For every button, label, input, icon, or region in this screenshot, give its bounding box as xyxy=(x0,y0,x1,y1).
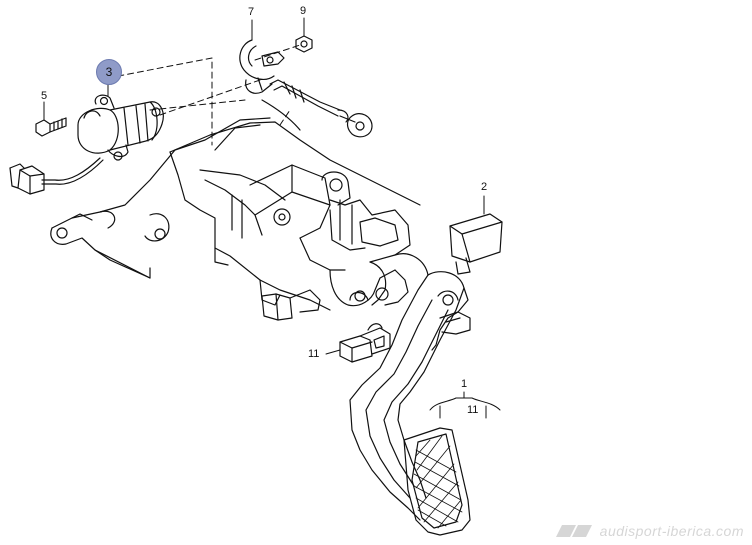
pedal-switch xyxy=(325,323,391,363)
mounting-bracket xyxy=(50,117,429,321)
bolt xyxy=(35,101,67,137)
callout-1-label: 1 xyxy=(461,378,468,390)
callout-stubs xyxy=(107,81,485,205)
stop-block xyxy=(449,203,503,275)
callout-bracket-1 xyxy=(429,391,501,419)
leader-lines xyxy=(107,44,301,146)
callout-9-label: 9 xyxy=(300,5,307,17)
watermark: audisport-iberica.com xyxy=(555,523,744,539)
callout-3-badge: 3 xyxy=(96,59,122,85)
accelerator-pedal xyxy=(349,271,471,536)
callout-5-label: 5 xyxy=(41,90,48,102)
callout-3-label: 3 xyxy=(105,65,113,79)
watermark-logo-icon xyxy=(555,525,592,537)
sensor-actuator xyxy=(9,94,164,195)
callout-11-switch-label: 11 xyxy=(308,348,320,360)
watermark-text: audisport-iberica.com xyxy=(599,523,744,539)
callout-2-label: 2 xyxy=(481,181,488,193)
callout-7-label: 7 xyxy=(248,6,255,18)
callout-11-pedal-label: 11 xyxy=(467,404,479,416)
clip-and-rod xyxy=(239,17,373,138)
